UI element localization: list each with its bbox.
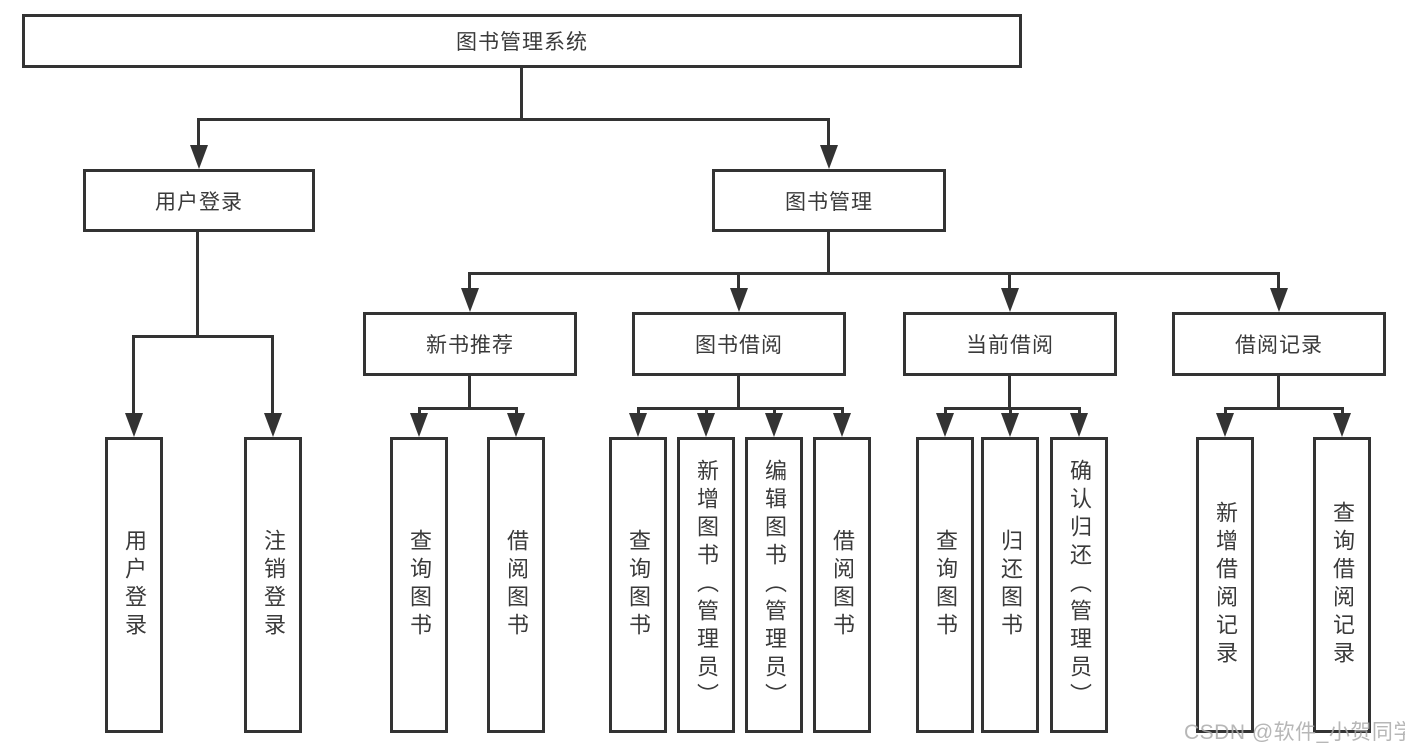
leaf-edit-books-admin-label: 编辑图书（管理员） [762, 459, 787, 711]
arrow-down-icon [1270, 288, 1288, 312]
node-book-borrowing: 图书借阅 [632, 312, 846, 376]
node-root: 图书管理系统 [22, 14, 1022, 68]
leaf-query-books: 查询图书 [609, 437, 667, 733]
arrow-down-icon [461, 288, 479, 312]
connector-user-login-stem [196, 232, 199, 337]
leaf-add-books-admin-label: 新增图书（管理员） [694, 459, 719, 711]
connector-split-current-borrowing [944, 407, 1081, 410]
connector-drop-leaf [271, 335, 274, 415]
arrow-down-icon [629, 413, 647, 437]
leaf-confirm-return-admin-label: 确认归还（管理员） [1067, 459, 1092, 711]
leaf-borrow-books: 借阅图书 [813, 437, 871, 733]
node-user-login-label: 用户登录 [155, 190, 243, 214]
node-borrowing-records-label: 借阅记录 [1235, 334, 1323, 357]
leaf-borrow-books-label: 借阅图书 [504, 529, 529, 641]
connector-drop-user-login [197, 118, 200, 147]
leaf-add-borrow-record-label: 新增借阅记录 [1213, 501, 1238, 669]
connector-drop-leaf [1341, 407, 1344, 415]
watermark: CSDN @软件_小贺同学 [1184, 721, 1405, 744]
arrow-down-icon [765, 413, 783, 437]
node-root-label: 图书管理系统 [456, 31, 588, 54]
connector-drop-leaf [1224, 407, 1227, 415]
node-new-book-recommend-label: 新书推荐 [426, 334, 514, 357]
node-current-borrowing: 当前借阅 [903, 312, 1117, 376]
connector-drop-leaf [705, 407, 708, 415]
connector-drop-leaf [132, 335, 135, 415]
leaf-query-borrow-record-label: 查询借阅记录 [1330, 501, 1355, 669]
leaf-query-books-label: 查询图书 [626, 529, 651, 641]
leaf-return-books: 归还图书 [981, 437, 1039, 733]
connector-drop-level3 [737, 272, 740, 289]
node-new-book-recommend: 新书推荐 [363, 312, 577, 376]
connector-drop-leaf [418, 407, 421, 415]
arrow-down-icon [820, 145, 838, 169]
arrow-down-icon [125, 413, 143, 437]
arrow-down-icon [697, 413, 715, 437]
leaf-borrow-books: 借阅图书 [487, 437, 545, 733]
arrow-down-icon [730, 288, 748, 312]
connector-book-management-stem [827, 232, 830, 274]
connector-drop-level3 [468, 272, 471, 289]
connector-drop-leaf [515, 407, 518, 415]
connector-drop-leaf [773, 407, 776, 415]
connector-drop-level3 [1008, 272, 1011, 289]
connector-split-new-book [418, 407, 518, 410]
connector-split-level2 [197, 118, 830, 121]
connector-current-borrowing-stem [1008, 376, 1011, 410]
arrow-down-icon [1070, 413, 1088, 437]
connector-drop-leaf [944, 407, 947, 415]
connector-split-level3 [468, 272, 1280, 275]
connector-split-borrowing-records [1224, 407, 1344, 410]
arrow-down-icon [1001, 288, 1019, 312]
node-borrowing-records: 借阅记录 [1172, 312, 1386, 376]
leaf-logout: 注销登录 [244, 437, 302, 733]
connector-drop-leaf [1078, 407, 1081, 415]
leaf-query-borrow-record: 查询借阅记录 [1313, 437, 1371, 733]
leaf-user-login-label: 用户登录 [122, 529, 147, 641]
node-book-management: 图书管理 [712, 169, 946, 232]
arrow-down-icon [833, 413, 851, 437]
node-book-borrowing-label: 图书借阅 [695, 334, 783, 357]
leaf-query-books-label: 查询图书 [933, 529, 958, 641]
leaf-query-books: 查询图书 [390, 437, 448, 733]
leaf-query-books-label: 查询图书 [407, 529, 432, 641]
leaf-add-books-admin: 新增图书（管理员） [677, 437, 735, 733]
leaf-confirm-return-admin: 确认归还（管理员） [1050, 437, 1108, 733]
node-current-borrowing-label: 当前借阅 [966, 334, 1054, 357]
connector-new-book-stem [468, 376, 471, 410]
arrow-down-icon [507, 413, 525, 437]
arrow-down-icon [1216, 413, 1234, 437]
leaf-user-login: 用户登录 [105, 437, 163, 733]
connector-split-book-borrowing [637, 407, 844, 410]
connector-drop-level3 [1277, 272, 1280, 289]
connector-book-borrowing-stem [737, 376, 740, 410]
leaf-borrow-books-label: 借阅图书 [830, 529, 855, 641]
connector-drop-leaf [841, 407, 844, 415]
leaf-query-books: 查询图书 [916, 437, 974, 733]
leaf-logout-label: 注销登录 [261, 529, 286, 641]
connector-drop-leaf [637, 407, 640, 415]
leaf-edit-books-admin: 编辑图书（管理员） [745, 437, 803, 733]
arrow-down-icon [1333, 413, 1351, 437]
node-user-login: 用户登录 [83, 169, 315, 232]
connector-root-stem [520, 68, 523, 120]
connector-split-user-login [132, 335, 274, 338]
arrow-down-icon [410, 413, 428, 437]
node-book-management-label: 图书管理 [785, 190, 873, 214]
arrow-down-icon [264, 413, 282, 437]
connector-borrowing-records-stem [1277, 376, 1280, 410]
arrow-down-icon [1001, 413, 1019, 437]
connector-drop-leaf [1009, 407, 1012, 415]
arrow-down-icon [190, 145, 208, 169]
leaf-return-books-label: 归还图书 [998, 529, 1023, 641]
connector-drop-book-management [827, 118, 830, 147]
leaf-add-borrow-record: 新增借阅记录 [1196, 437, 1254, 733]
arrow-down-icon [936, 413, 954, 437]
